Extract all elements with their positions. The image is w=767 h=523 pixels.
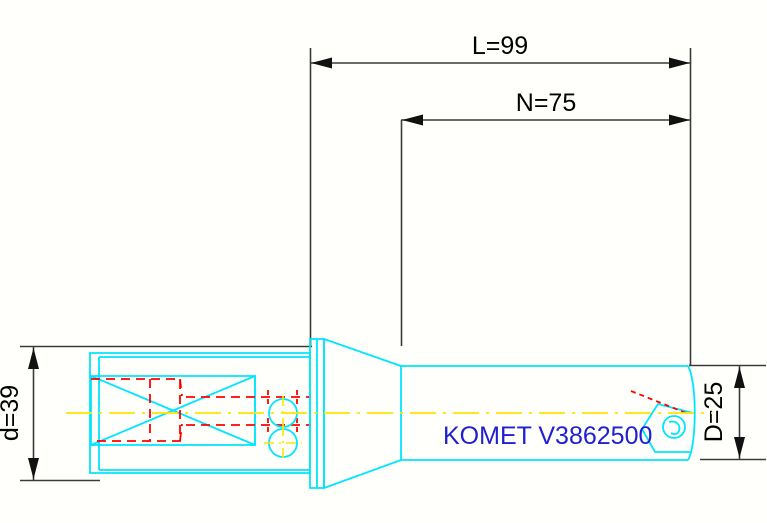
taper-cone-upper (323, 338, 402, 367)
dimension-label-d: d=39 (0, 385, 24, 441)
arrowhead-bottom-D (734, 437, 745, 458)
arrowhead-right-L (669, 57, 690, 69)
hidden-internal-bore (91, 378, 311, 442)
hidden-bore-right-bot (179, 423, 183, 442)
tool-geometry (66, 338, 712, 489)
hidden-bore-right-top (179, 378, 183, 397)
dimension-usable-length: N=75 (400, 89, 691, 346)
dimension-label-N: N=75 (516, 89, 576, 117)
dimension-label-D: D=25 (700, 382, 728, 442)
dimension-shank-diameter: d=39 (0, 345, 312, 482)
arrowhead-top-d (28, 348, 39, 369)
hidden-bore-rect (91, 378, 181, 442)
insert-screw-slot-icon (668, 420, 681, 435)
shaft-tip-end-face (687, 365, 696, 461)
dimension-overall-length: L=99 (309, 32, 692, 366)
arrowhead-left-L (311, 57, 332, 69)
hidden-cutting-edge (630, 390, 687, 414)
insert-screw-icon (662, 415, 686, 439)
arrowhead-right-N (669, 114, 690, 126)
arrowhead-bottom-d (28, 458, 39, 479)
brand-part-marking: KOMET V3862500 (443, 422, 652, 450)
shank-cross-diagonal-2 (90, 375, 256, 446)
taper-cone-lower (323, 459, 402, 489)
dimension-label-L: L=99 (472, 32, 528, 60)
arrowhead-top-D (734, 367, 745, 388)
dimension-cutting-diameter: D=25 (689, 364, 766, 461)
arrowhead-left-N (402, 114, 423, 126)
cutting-tip-insert (630, 390, 694, 453)
insert-pocket-outline (640, 402, 694, 453)
